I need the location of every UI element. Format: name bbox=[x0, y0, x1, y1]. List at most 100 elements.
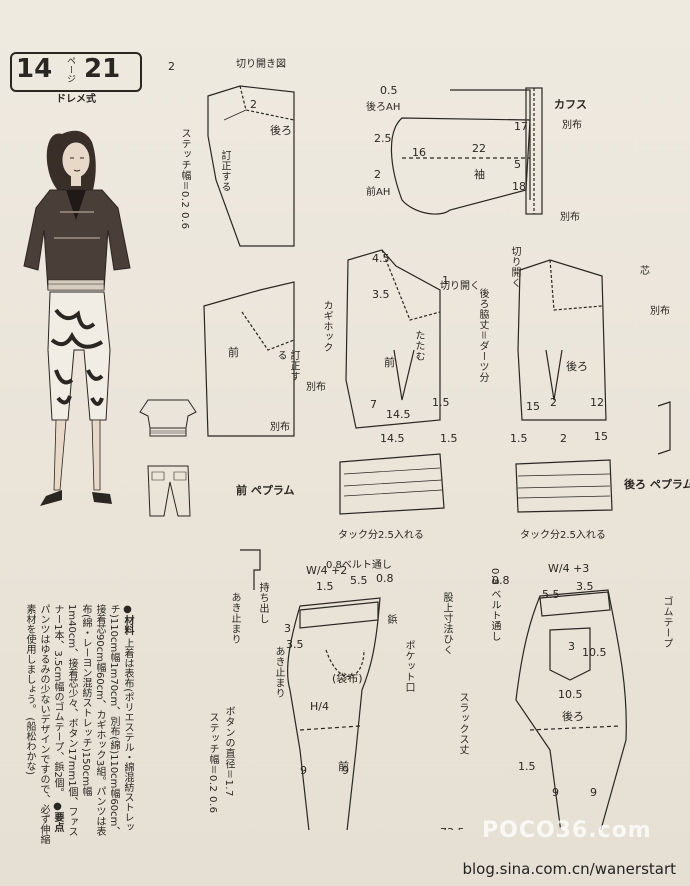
label-fold: たたむ bbox=[413, 330, 424, 362]
svg-text:9: 9 bbox=[300, 764, 307, 777]
svg-text:W/4 +3: W/4 +3 bbox=[548, 562, 589, 575]
label-extra-fabric-5: 別布 bbox=[650, 306, 670, 317]
svg-text:前: 前 bbox=[228, 345, 239, 359]
points-heading: ●要点 bbox=[52, 801, 63, 833]
label-hook: カギホック bbox=[321, 300, 332, 353]
svg-text:15: 15 bbox=[526, 400, 540, 413]
svg-text:2.5: 2.5 bbox=[374, 132, 392, 145]
label-cut-open: 切り開く bbox=[440, 281, 480, 292]
svg-text:3.5: 3.5 bbox=[372, 288, 390, 301]
svg-text:15: 15 bbox=[594, 430, 608, 443]
svg-text:4.5: 4.5 bbox=[372, 252, 390, 265]
svg-text:3: 3 bbox=[284, 622, 291, 635]
svg-text:22: 22 bbox=[472, 142, 486, 155]
label-back-side-dart: 後ろ脇丈＝ダーツ分 bbox=[477, 288, 488, 383]
watermark-site: blog.sina.com.cn/wanerstart bbox=[462, 860, 676, 878]
svg-text:18: 18 bbox=[512, 180, 526, 193]
badge-frame bbox=[10, 52, 142, 92]
label-extra-fabric-1: 別布 bbox=[562, 120, 582, 131]
svg-text:後ろ: 後ろ bbox=[270, 123, 292, 137]
svg-text:5.5: 5.5 bbox=[542, 588, 560, 601]
svg-text:袖: 袖 bbox=[474, 167, 485, 181]
label-front-peplum: 前 ペプラム bbox=[236, 484, 295, 497]
svg-text:10.5: 10.5 bbox=[558, 688, 583, 701]
svg-text:5.5: 5.5 bbox=[350, 574, 368, 587]
label-front-ah: 前AH bbox=[366, 187, 391, 198]
svg-text:12: 12 bbox=[590, 396, 604, 409]
svg-text:1: 1 bbox=[442, 274, 449, 287]
materials-body: 上着は表布(ポリエステル・綿混紡ストレッチ)110cm幅1m70cm、別布(綿)… bbox=[52, 604, 133, 837]
svg-text:16: 16 bbox=[412, 146, 426, 159]
label-correct-front: 訂正する bbox=[275, 350, 299, 382]
svg-text:W/4 +2: W/4 +2 bbox=[306, 564, 347, 577]
label-belt-loop: 0.8ベルト通し bbox=[326, 560, 392, 571]
label-cuffs: カフス bbox=[554, 98, 587, 111]
fashion-illustration bbox=[23, 130, 131, 506]
label-elastic-tape: ゴムテープ bbox=[661, 596, 672, 649]
flat-sketches bbox=[139, 399, 197, 517]
label-rivet: 鋲 bbox=[385, 614, 396, 625]
svg-text:2: 2 bbox=[168, 60, 175, 73]
label-stitch-width: ステッチ幅＝0.2 0.6 bbox=[179, 128, 190, 230]
label-extension: 持ち出し bbox=[257, 582, 268, 624]
materials-heading: ●材料 bbox=[122, 604, 133, 635]
designer-credit: (船松わかな) bbox=[24, 717, 35, 775]
svg-text:10.5: 10.5 bbox=[582, 646, 607, 659]
label-extra-fabric-3: 別布 bbox=[306, 382, 326, 393]
svg-text:2: 2 bbox=[560, 432, 567, 445]
svg-text:1.5: 1.5 bbox=[432, 396, 450, 409]
svg-text:14.5: 14.5 bbox=[386, 408, 411, 421]
svg-text:73.5: 73.5 bbox=[440, 826, 465, 830]
pattern-diagrams: 後ろ 前 袖 前 後ろ (袋布) 前 後ろ 22 0.52.516 22175 … bbox=[168, 60, 671, 830]
materials-notes: ●材料 上着は表布(ポリエステル・綿混紡ストレッチ)110cm幅1m70cm、別… bbox=[24, 604, 134, 844]
svg-text:1.5: 1.5 bbox=[518, 760, 536, 773]
page-label: ページ bbox=[65, 56, 75, 83]
page-left-number: 14 bbox=[16, 54, 53, 84]
svg-text:前: 前 bbox=[338, 759, 349, 773]
svg-text:0.8: 0.8 bbox=[376, 572, 394, 585]
label-cut-open-back: 切り開く bbox=[509, 246, 520, 288]
label-back-peplum: 後ろ ペプラム bbox=[624, 478, 690, 491]
label-rise-length: 股上寸法ひく bbox=[441, 592, 452, 655]
svg-text:9: 9 bbox=[552, 786, 559, 799]
svg-text:0.8: 0.8 bbox=[492, 574, 510, 587]
svg-text:H/4: H/4 bbox=[310, 700, 329, 713]
svg-text:3: 3 bbox=[568, 640, 575, 653]
svg-text:後ろ: 後ろ bbox=[566, 359, 588, 373]
svg-text:0.5: 0.5 bbox=[380, 84, 398, 97]
label-pocket-mouth: ポケット口 bbox=[403, 640, 414, 693]
label-belt-loop-back: 0.8 ベルト通し bbox=[489, 568, 500, 642]
label-back-ah: 後ろAH bbox=[366, 102, 401, 113]
page-number-badge: 14 ページ 21 ドレメ式 bbox=[10, 52, 142, 105]
label-button-diameter: ボタンの直径＝1.7 bbox=[223, 706, 234, 797]
svg-text:14.5: 14.5 bbox=[380, 432, 405, 445]
svg-text:9: 9 bbox=[342, 764, 349, 777]
svg-text:2: 2 bbox=[250, 98, 257, 111]
label-extra-fabric-2: 別布 bbox=[560, 212, 580, 223]
watermark-logo: POCO36.com bbox=[482, 818, 652, 843]
label-tuck-back: タック分2.5入れる bbox=[520, 530, 606, 541]
svg-text:1.5: 1.5 bbox=[510, 432, 528, 445]
svg-text:5: 5 bbox=[514, 158, 521, 171]
method-label: ドレメ式 bbox=[56, 94, 96, 105]
svg-text:17: 17 bbox=[514, 120, 528, 133]
svg-text:3.5: 3.5 bbox=[576, 580, 594, 593]
label-extra-fabric-4: 別布 bbox=[270, 422, 290, 433]
svg-text:1.5: 1.5 bbox=[316, 580, 334, 593]
label-correct: 訂正する bbox=[219, 150, 230, 192]
svg-text:2: 2 bbox=[374, 168, 381, 181]
svg-text:3.5: 3.5 bbox=[286, 638, 304, 651]
svg-text:(袋布): (袋布) bbox=[332, 671, 363, 685]
label-opening-stop: あき止まり bbox=[229, 592, 240, 645]
label-interfacing: 芯 bbox=[640, 266, 650, 277]
page-right-number: 21 bbox=[84, 54, 121, 84]
svg-text:後ろ: 後ろ bbox=[562, 709, 584, 723]
svg-text:9: 9 bbox=[590, 786, 597, 799]
label-tuck-front: タック分2.5入れる bbox=[338, 530, 424, 541]
points-body: パンツはゆるみの少ないデザインですので、必ず伸縮素材を使用しましょう。 bbox=[24, 604, 49, 844]
label-slacks-length: スラックス丈 bbox=[457, 692, 468, 755]
label-stitch-width-2: ステッチ幅＝0.2 0.6 bbox=[207, 712, 218, 814]
svg-text:前: 前 bbox=[384, 355, 395, 369]
label-cut-open-diagram: 切り開き図 bbox=[236, 59, 286, 70]
